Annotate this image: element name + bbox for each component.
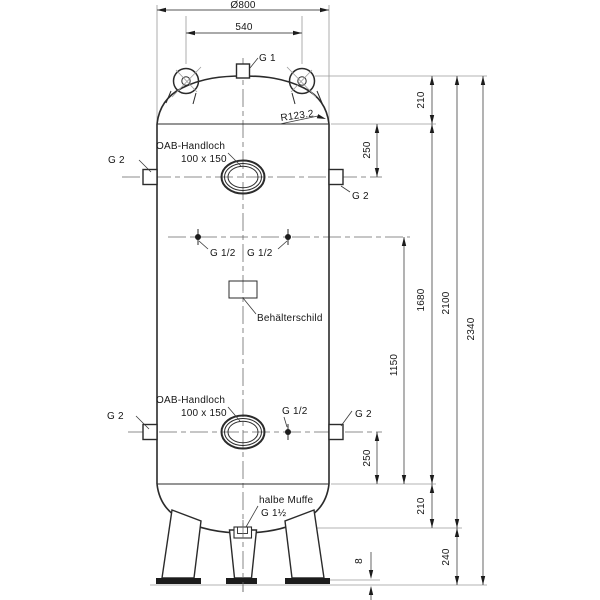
dim-240-label: 240 [441, 548, 452, 566]
nameplate-leader [242, 297, 257, 315]
dim-8-label: 8 [354, 558, 365, 564]
dim-lug-spacing-label: 540 [235, 22, 253, 33]
nameplate-label: Behälterschild [257, 313, 323, 324]
radius-leader-arrow [316, 114, 326, 119]
g12-left-label: G 1/2 [210, 248, 236, 259]
knuckle-radius-label: R123.2 [280, 108, 315, 124]
g12-right-label: G 1/2 [247, 248, 273, 259]
g12-coupling-lower [285, 424, 291, 440]
foot-pad-right [285, 578, 330, 584]
handhole-upper-label-1: OAB-Handloch [156, 141, 225, 152]
g12-coupling-mid-right [285, 229, 291, 245]
dim-250-top-label: 250 [362, 141, 373, 159]
dim-1680-label: 1680 [416, 288, 427, 311]
dim-1150-label: 1150 [389, 354, 400, 377]
leg-right [284, 509, 325, 579]
g2-lower-left-label: G 2 [107, 411, 124, 422]
dimension-lines [157, 9, 484, 600]
g12-lower-label: G 1/2 [282, 406, 308, 417]
labels: Ø800 540 G 1 R123.2 OAB-Handloch 100 x 1… [107, 0, 477, 566]
g1-leader [249, 57, 259, 69]
g2-upper-right-label: G 2 [352, 191, 369, 202]
g2-stub-lower-right [328, 423, 344, 441]
dim-250-bottom-label: 250 [362, 449, 373, 467]
handhole-upper-label-2: 100 x 150 [181, 154, 227, 165]
handhole-lower-leader [227, 406, 241, 422]
g2-lower-right-leader [340, 410, 353, 427]
dim-diameter-label: Ø800 [230, 0, 256, 11]
g1-top-port-stub [235, 63, 251, 79]
extension-lines [150, 5, 487, 586]
g2-upper-left-label: G 2 [108, 155, 125, 166]
g12-right-leader [277, 240, 288, 250]
dim-2100-label: 2100 [441, 291, 452, 314]
radius-leader [279, 115, 319, 125]
foot-pad-center [226, 578, 257, 584]
muffe-leader [245, 505, 259, 528]
lifting-lug-right [286, 66, 323, 105]
g12-left-leader [198, 240, 209, 250]
lifting-lug-left [165, 66, 202, 105]
g12-coupling-mid-left [195, 229, 201, 245]
handhole-lower-label-2: 100 x 150 [181, 408, 227, 419]
g2-lower-left-leader [135, 415, 150, 430]
bottom-port-label-2: G 1½ [261, 508, 287, 519]
dimension-arrows [157, 7, 486, 595]
leader-lines [135, 57, 353, 528]
bottom-port-label-1: halbe Muffe [259, 495, 314, 506]
g2-upper-left-leader [138, 159, 152, 173]
dim-210-top-label: 210 [416, 91, 427, 109]
g1-port-label: G 1 [259, 53, 276, 64]
support-legs [156, 509, 330, 584]
dim-2340-label: 2340 [466, 317, 477, 340]
handhole-upper-leader [227, 152, 242, 167]
g2-lower-right-label: G 2 [355, 409, 372, 420]
handhole-lower [220, 414, 266, 450]
g2-stub-upper-left [142, 168, 158, 186]
g2-upper-right-leader [340, 185, 351, 193]
dim-210-bottom-label: 210 [416, 497, 427, 515]
g12-lower-leader [283, 416, 288, 428]
foot-pad-left [156, 578, 201, 584]
g2-stub-upper-right [328, 168, 344, 186]
leg-left [161, 509, 202, 579]
handhole-upper [220, 159, 266, 195]
g2-stub-lower-left [142, 423, 158, 441]
handhole-lower-label-1: OAB-Handloch [156, 395, 225, 406]
